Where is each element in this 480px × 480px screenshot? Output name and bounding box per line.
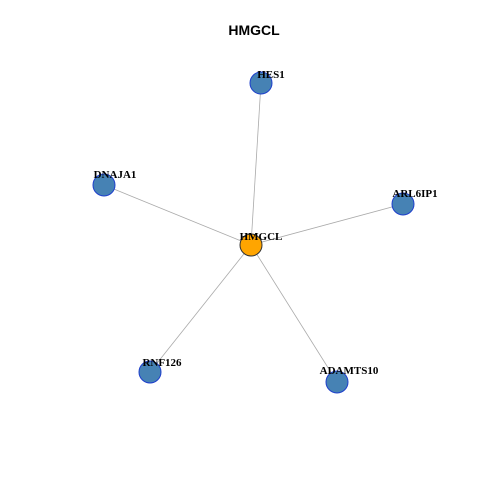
diagram-title: HMGCL <box>228 22 280 38</box>
node-label-arl6ip1: ARL6IP1 <box>392 188 437 200</box>
edge-hmgcl-rnf126 <box>149 244 252 373</box>
edge-hmgcl-arl6ip1 <box>250 203 404 246</box>
center-node-hmgcl <box>239 233 263 257</box>
node-rnf126 <box>138 360 162 384</box>
node-hes1 <box>249 71 273 95</box>
nodes-layer <box>92 71 415 394</box>
node-arl6ip1 <box>391 192 415 216</box>
edge-hmgcl-dnaja1 <box>103 184 252 246</box>
node-label-hes1: HES1 <box>257 69 285 81</box>
node-label-adamts10: ADAMTS10 <box>320 365 379 377</box>
node-adamts10 <box>325 370 349 394</box>
node-label-hmgcl: HMGCL <box>240 231 283 243</box>
node-label-dnaja1: DNAJA1 <box>94 169 137 181</box>
edge-hmgcl-hes1 <box>250 82 262 246</box>
edge-hmgcl-adamts10 <box>250 244 338 383</box>
node-label-rnf126: RNF126 <box>142 357 182 369</box>
node-dnaja1 <box>92 173 116 197</box>
edges-layer <box>103 82 404 383</box>
